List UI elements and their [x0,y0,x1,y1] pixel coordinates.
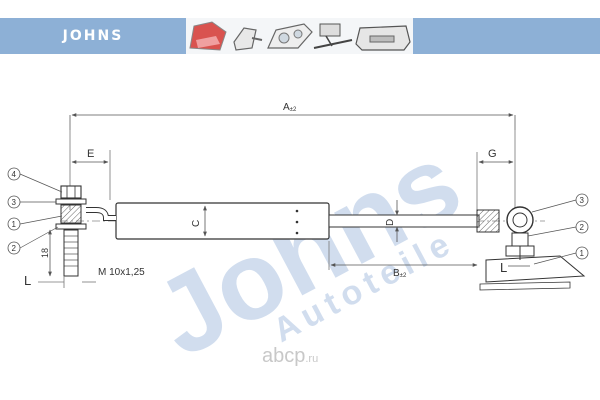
johns-logo: JOHNS [62,28,124,44]
left-callout-1: 4 [12,170,17,179]
right-end-fitting [476,206,586,291]
thread-spec-label: M 10x1,25 [98,267,145,278]
wiper-icon[interactable] [313,23,353,49]
tail-light-icon[interactable] [189,21,227,51]
headlight-icon[interactable] [267,23,313,49]
right-callout-3: 1 [580,249,585,258]
dimension-l-right-label: L [500,260,507,275]
site-name: abcp [262,345,306,367]
dimension-18-label: 18 [40,248,50,258]
dimension-g-label: G [488,148,497,160]
site-watermark: abcp.ru [262,345,372,367]
dimension-e-label: E [87,148,94,160]
left-callout-4: 2 [12,244,17,253]
right-callouts: 3 2 1 [527,193,589,265]
technical-drawing: Johns Autoteile A±2 E G C [0,60,600,381]
piston-rod [328,214,480,228]
dimension-d-label: D [385,219,396,226]
right-callout-2: 2 [580,223,585,232]
site-suffix: .ru [305,353,319,365]
header-bar: JOHNS [0,18,600,54]
brand-block: JOHNS [0,18,186,54]
dimension-c-label: C [191,220,202,227]
mirror-icon[interactable] [233,27,263,51]
watermark: Johns Autoteile [136,120,480,381]
dimension-a-label: A±2 [283,102,297,113]
left-callouts: 4 3 1 2 [7,167,63,255]
left-end-fitting [55,185,116,277]
header-filler [413,18,600,54]
right-callout-1: 3 [580,196,585,205]
left-callout-3: 1 [12,220,17,229]
dimension-b-label: B±2 [393,268,407,279]
dimension-l-left-label: L [24,273,31,288]
left-callout-2: 3 [12,198,17,207]
thumbnail-strip [186,18,413,54]
bumper-icon[interactable] [355,25,411,51]
